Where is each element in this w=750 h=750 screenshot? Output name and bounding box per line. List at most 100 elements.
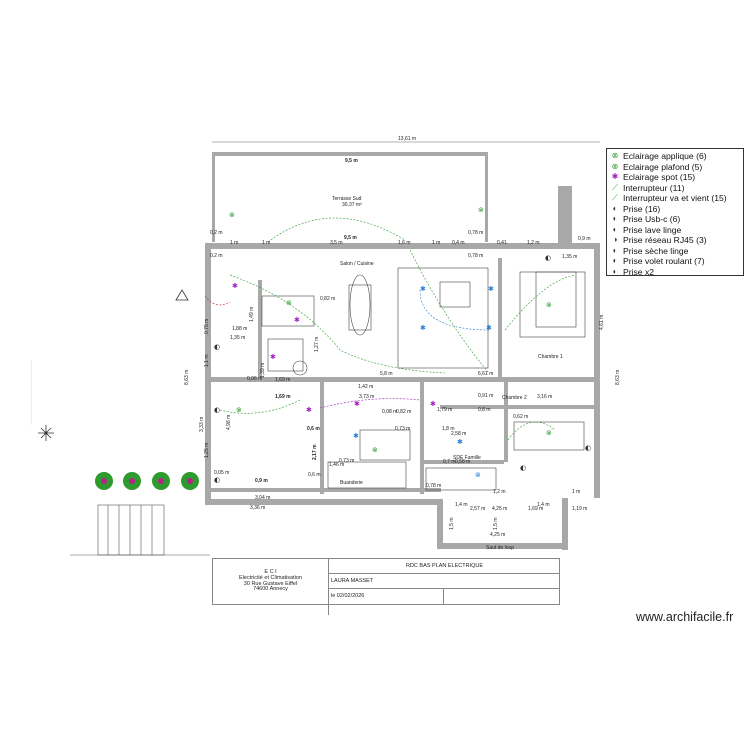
dim-label: 1,88 m: [232, 326, 247, 332]
dim-label: 0,9 m: [255, 478, 268, 484]
dim-label: 1,19 m: [572, 506, 587, 512]
company-block: E C I Electricité et Climatisation 30 Ru…: [213, 559, 329, 615]
switch-icon: ⟋: [612, 182, 618, 192]
dim-label: 1,35 m: [562, 254, 577, 260]
dim-label: 4,61 m: [599, 315, 605, 330]
legend-item: ◐Prise (16): [610, 204, 740, 215]
plan-notes: ........................................…: [30, 195, 90, 425]
dim-label: 0,6 m: [308, 472, 321, 478]
dim-label: 0,9 m: [578, 236, 591, 242]
dim-label: 0,2 m: [210, 230, 223, 236]
legend-item: ⟋ Interrupteur (11): [610, 183, 740, 194]
dim-label: 2,57 m: [470, 506, 485, 512]
dim-label: 1,39 m: [260, 363, 266, 378]
wall-light-icon: ⊗: [611, 151, 619, 161]
dim-label: 1,42 m: [358, 384, 373, 390]
room-chambre2-label: Chambre 2: [502, 395, 527, 401]
rj45-socket-icon: ◑: [612, 235, 618, 245]
socket-icon: ◐: [520, 464, 526, 472]
dim-label: 1,5 m: [493, 517, 499, 530]
dim-label: 0,78 m: [468, 253, 483, 259]
dim-label: 0,41: [497, 240, 507, 246]
usb-socket-icon: ◐: [612, 214, 618, 224]
ceiling-light-icon: ⊗: [478, 206, 484, 214]
wall-light-icon: ⊗: [286, 299, 292, 307]
dim-label: 3,73 m: [359, 394, 374, 400]
legend-label: Interrupteur (11): [623, 182, 685, 193]
spot-light-icon: ✱: [306, 406, 312, 414]
socket-icon: ◐: [214, 406, 220, 414]
room-buanderie-label: Buanderie: [340, 480, 363, 486]
plan-note-line: ........................................…: [30, 360, 33, 425]
company-address1: 30 Rue Gustave Eiffel: [243, 580, 298, 587]
dim-label: 1 m: [432, 240, 440, 246]
circuits: [204, 217, 576, 441]
room-chambre1-label: Chambre 1: [538, 354, 563, 360]
dim-label: 0,73 m: [339, 458, 354, 464]
dim-label: 1,5 m: [449, 517, 455, 530]
dim-label: 0,7 m: [443, 459, 456, 465]
legend-item: ✱Eclairage spot (15): [610, 172, 740, 183]
dim-label: 8,63 m: [184, 370, 190, 385]
company-name: E C I: [264, 569, 277, 575]
dim-label: 1,69 m: [275, 394, 291, 400]
company-address2: 74600 Annecy: [253, 586, 288, 593]
socket-icon: ◐: [612, 203, 618, 213]
spot-light-icon: ✱: [294, 316, 300, 324]
spot-light-icon: ✱: [457, 438, 463, 446]
compass-icon: [38, 425, 54, 441]
dim-label: 3,5 m: [330, 240, 343, 246]
dim-label: 1,6 m: [398, 240, 411, 246]
terrace-width-label: 9,5 m: [345, 158, 358, 164]
outer-walls: [205, 186, 600, 550]
legend: ⊗Eclairage applique (6)⊗Eclairage plafon…: [606, 148, 744, 278]
legend-item: ◐Prise volet roulant (7): [610, 256, 740, 267]
dim-label: 3,16 m: [537, 394, 552, 400]
ceiling-light-icon: ⊗: [229, 211, 235, 219]
dim-label: 0,75 m: [204, 319, 210, 334]
terrace-label: Terrasse Sud: [332, 196, 362, 202]
vegetation: [95, 472, 199, 490]
dim-label: 1 m: [230, 240, 238, 246]
dim-label: 0,73 m: [395, 426, 410, 432]
balcony-label: Saut de loup: [486, 545, 514, 551]
overall-width-label: 13,61 m: [398, 136, 416, 142]
spot-light-icon: ✱: [611, 172, 619, 182]
ceiling-light-icon: ⊗: [236, 406, 242, 414]
socket-icon: ◐: [585, 444, 591, 452]
dim-label: 2,58 m: [451, 431, 466, 437]
spot-light-icon: ✱: [354, 400, 360, 408]
room-salon-label: Salon / Cuisine: [340, 261, 374, 267]
spot-light-icon: ✱: [488, 285, 494, 293]
dim-label: 4,98 m: [226, 415, 232, 430]
dimension-labels: 9,5 m 0,2 m 0,2 m 1 m 1 m 3,5 m 1,6 m 1 …: [184, 230, 621, 538]
dim-label: 0,78 m: [468, 230, 483, 236]
spot-light-icon: ✱: [430, 400, 436, 408]
legend-item: ⊗Eclairage plafond (5): [610, 162, 740, 173]
legend-item: ◐ Prise x2: [610, 267, 740, 278]
wall-light-icon: ⊗: [475, 471, 481, 479]
legend-label: Prise Usb-c (6): [623, 214, 681, 225]
dryer-socket-icon: ◐: [612, 245, 618, 255]
legend-item: ◐ Prise Usb-c (6): [610, 214, 740, 225]
legend-label: Prise volet roulant (7): [623, 256, 705, 267]
dim-label: 1,35 m: [230, 335, 245, 341]
company-sub: Electricité et Climatisation: [239, 574, 302, 581]
dim-label: 5,8 m: [380, 371, 393, 377]
dim-label: 6,61 m: [478, 371, 493, 377]
dim-label: 1,69 m: [275, 377, 290, 383]
dim-label: 1,2 m: [493, 489, 506, 495]
title-block: E C I Electricité et Climatisation 30 Ru…: [212, 558, 560, 615]
dim-label: 9,5 m: [344, 235, 357, 241]
plan-date: le 02/02/2026: [329, 589, 444, 604]
dim-label: 0,8 m: [478, 407, 491, 413]
dim-label: 1,2 m: [527, 240, 540, 246]
legend-label: Prise x2: [623, 266, 655, 277]
double-socket-icon: ◐: [612, 266, 618, 276]
dim-label: 1,4 m: [537, 502, 550, 508]
legend-label: Prise lave linge: [623, 224, 682, 235]
dim-label: 3,04 m: [255, 495, 270, 501]
dim-label: 0,62 m: [513, 414, 528, 420]
legend-label: Interrupteur va et vient (15): [623, 193, 727, 204]
terrace: 9,5 m Terrasse Sud 30,37 m²: [212, 152, 488, 242]
